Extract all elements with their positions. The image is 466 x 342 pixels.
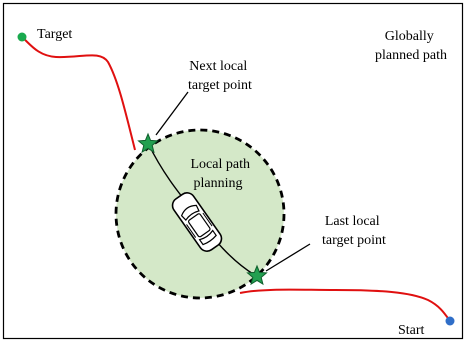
last-local-target-star-icon — [246, 264, 268, 286]
global-path-segment-lower — [239, 288, 451, 322]
global-path-segment-upper — [21, 36, 136, 151]
last-point-label: Last local target point — [322, 214, 386, 248]
leader-next-point — [155, 91, 189, 136]
target-marker — [17, 32, 27, 42]
global-path-label: Globally planned path — [375, 29, 447, 63]
target-label: Target — [37, 27, 72, 42]
car-icon — [171, 192, 223, 252]
local-planning-label: Local path planning — [191, 157, 254, 191]
next-point-label: Next local target point — [188, 59, 252, 93]
start-marker — [445, 316, 455, 326]
leader-last-point — [265, 243, 311, 272]
next-local-target-star-icon — [137, 132, 159, 154]
start-label: Start — [398, 323, 425, 338]
